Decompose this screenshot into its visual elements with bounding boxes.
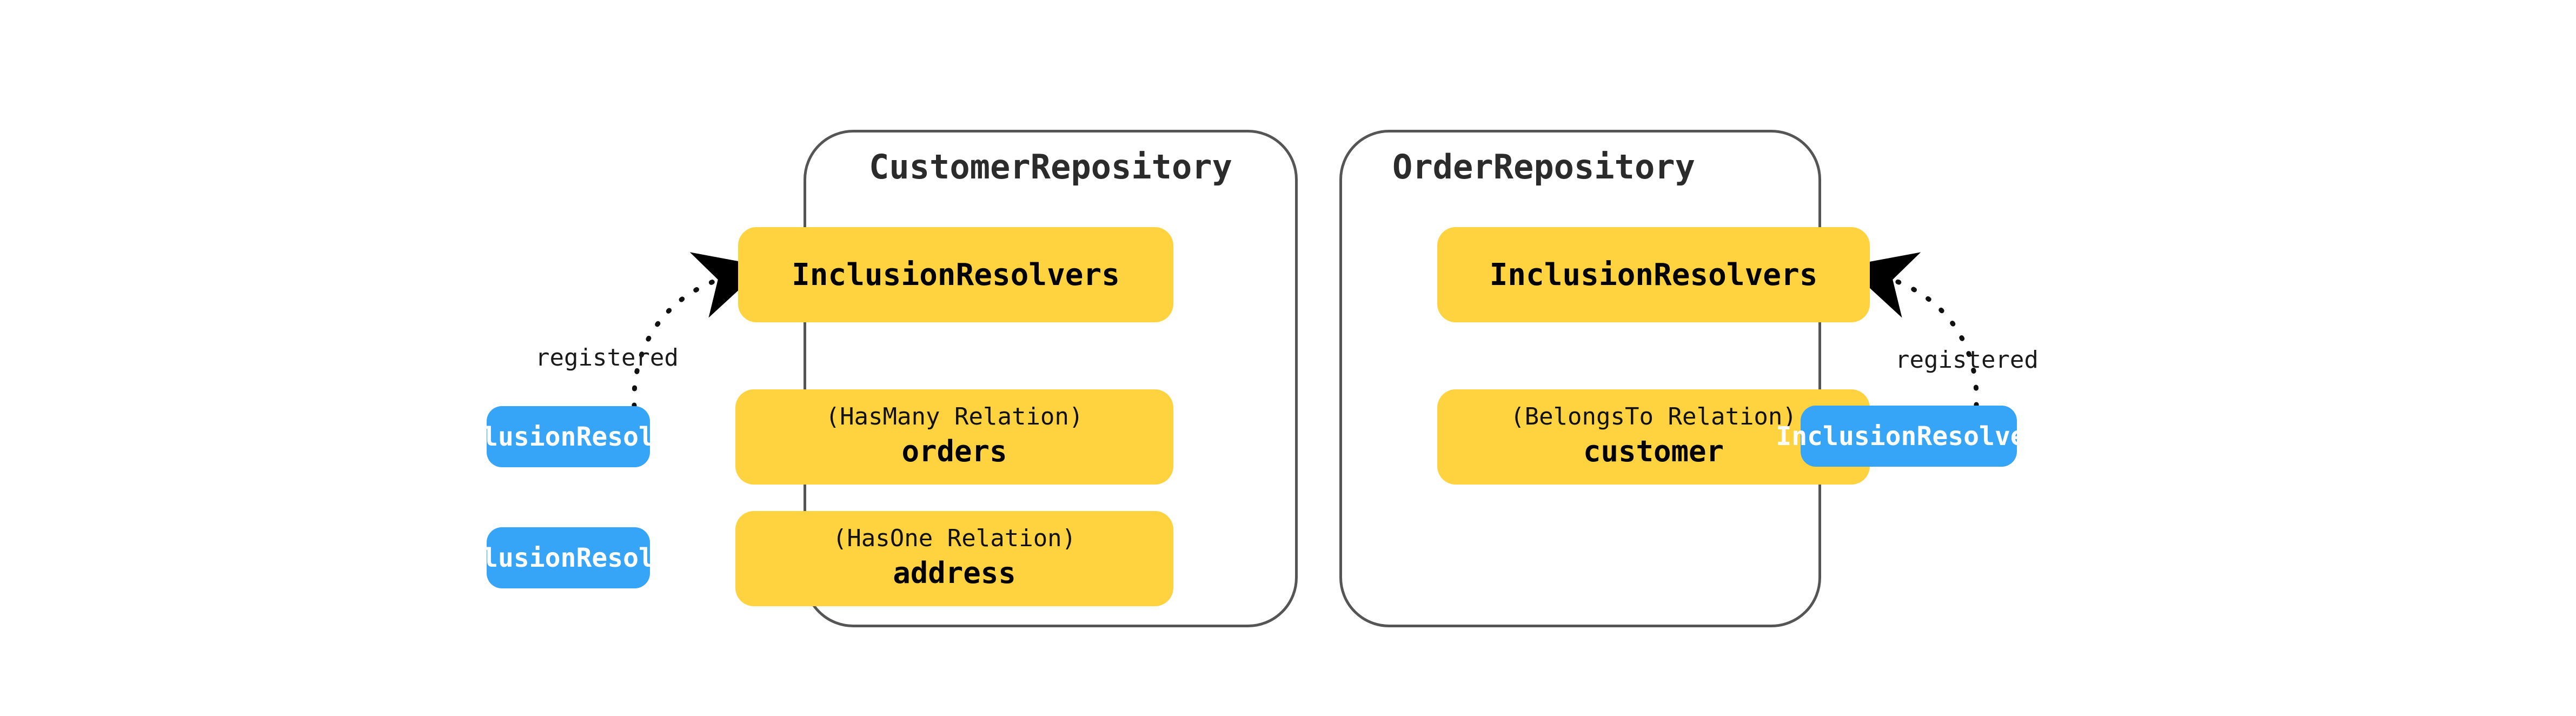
inclusion-resolvers-box-order[interactable]: InclusionResolvers [1437,227,1870,322]
inclusion-resolver-chip-orders[interactable]: InclusionResolver [435,406,701,467]
inclusion-resolvers-box-customer[interactable]: InclusionResolvers [738,227,1173,322]
repository-container-order [1339,130,1821,627]
repository-container-customer [804,130,1298,627]
inclusion-resolver-label: InclusionResolver [1776,421,2042,452]
registered-edge-left [632,252,765,409]
inclusion-resolver-label: InclusionResolver [435,542,701,573]
registered-edge-right [1845,252,1979,408]
relation-box-orders[interactable]: (HasMany Relation) orders [735,389,1173,485]
relation-name-label: address [893,556,1016,591]
relation-box-address[interactable]: (HasOne Relation) address [735,511,1173,606]
inclusion-resolver-chip-customer[interactable]: InclusionResolver [1776,406,2042,467]
inclusion-resolvers-label: InclusionResolvers [1489,257,1818,293]
relation-name-label: customer [1583,434,1724,469]
relation-kind-label: (HasMany Relation) [825,403,1084,431]
relation-kind-label: (BelongsTo Relation) [1510,403,1797,431]
relation-name-label: orders [901,434,1007,469]
inclusion-resolvers-label: InclusionResolvers [792,257,1120,293]
inclusion-resolver-label: InclusionResolver [435,421,701,452]
inclusion-resolver-chip-address[interactable]: InclusionResolver [435,527,701,588]
relation-box-customer[interactable]: (BelongsTo Relation) customer [1437,389,1870,485]
edge-label-registered-left: registered [535,344,679,372]
edge-label-registered-right: registered [1895,346,2039,374]
repository-title-customer: CustomerRepository [869,147,1232,187]
repository-title-order: OrderRepository [1392,147,1695,187]
relation-kind-label: (HasOne Relation) [832,525,1077,553]
